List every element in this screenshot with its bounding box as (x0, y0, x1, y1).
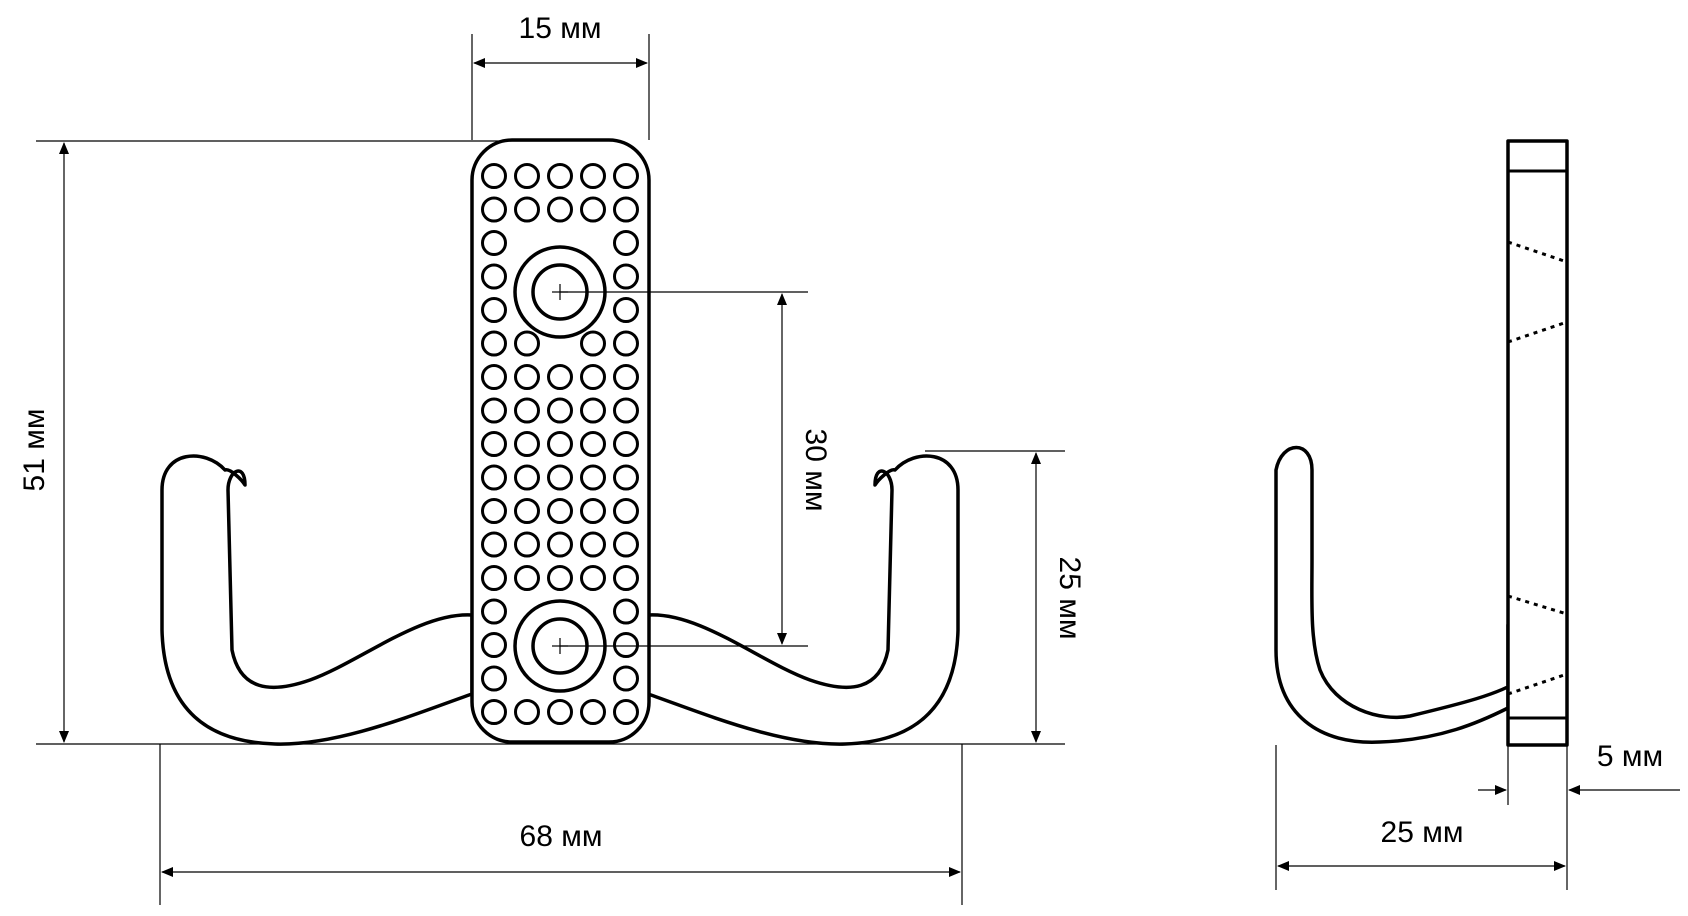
dimension-hole-spacing: 30 мм (560, 291, 832, 647)
dimension-total-height: 51 мм (18, 140, 1065, 745)
pattern-dot (514, 397, 540, 424)
pattern-dot (613, 230, 639, 256)
pattern-dot (580, 397, 606, 424)
pattern-dot (613, 531, 639, 558)
pattern-dot (481, 699, 507, 725)
pattern-dot (580, 498, 606, 524)
pattern-dot (613, 397, 639, 424)
pattern-dot (613, 498, 639, 524)
pattern-dot (580, 699, 606, 725)
pattern-dot (481, 498, 507, 524)
label-thickness: 5 мм (1597, 740, 1663, 773)
pattern-dot (613, 163, 639, 189)
label-total-width: 68 мм (520, 820, 603, 853)
pattern-dot (481, 330, 507, 357)
pattern-dot (613, 464, 639, 491)
pattern-dot (547, 163, 573, 189)
pattern-dot (547, 431, 573, 457)
dimension-thickness: 5 мм (1478, 740, 1680, 890)
pattern-dot (481, 565, 507, 591)
pattern-dot (580, 196, 606, 223)
label-hook-height: 25 мм (1053, 557, 1086, 640)
pattern-dot (613, 297, 639, 323)
pattern-dot (514, 196, 540, 223)
pattern-dot (481, 163, 507, 189)
pattern-dot (481, 665, 507, 692)
pattern-dot (514, 498, 540, 524)
left-hook-arm (160, 454, 474, 746)
pattern-dot (481, 196, 507, 223)
pattern-dot (547, 196, 573, 223)
pattern-dot (613, 364, 639, 390)
pattern-dot (580, 464, 606, 491)
pattern-dot (580, 431, 606, 457)
pattern-dot (613, 565, 639, 591)
pattern-dot (481, 397, 507, 424)
pattern-dot (514, 163, 540, 189)
pattern-dot (580, 531, 606, 558)
pattern-dot (580, 163, 606, 189)
pattern-dot (580, 565, 606, 591)
label-plate-width: 15 мм (519, 12, 602, 45)
pattern-dot (613, 431, 639, 457)
label-total-height: 51 мм (18, 409, 51, 492)
pattern-dot (481, 431, 507, 457)
pattern-dot (481, 230, 507, 256)
pattern-dot (580, 364, 606, 390)
label-hole-spacing: 30 мм (799, 429, 832, 512)
pattern-dot (613, 330, 639, 357)
pattern-dot (514, 464, 540, 491)
pattern-dot (547, 565, 573, 591)
pattern-dot (514, 330, 540, 357)
pattern-dot (481, 531, 507, 558)
pattern-dot (613, 699, 639, 725)
pattern-dot (580, 330, 606, 357)
dimension-hook-height: 25 мм (925, 450, 1086, 743)
side-mounting-plate (1506, 139, 1569, 747)
pattern-dot (613, 598, 639, 625)
pattern-dot (481, 632, 507, 658)
pattern-dot (613, 196, 639, 223)
pattern-dot (613, 665, 639, 692)
side-hook-arm (1274, 445, 1522, 744)
pattern-dot (613, 263, 639, 290)
pattern-dot (514, 699, 540, 725)
pattern-dot (514, 565, 540, 591)
pattern-dot (514, 364, 540, 390)
pattern-dot (547, 364, 573, 390)
pattern-dot (547, 464, 573, 491)
label-depth: 25 мм (1381, 816, 1464, 849)
dimension-plate-width: 15 мм (471, 12, 650, 140)
pattern-dot (481, 598, 507, 625)
pattern-dot (547, 531, 573, 558)
pattern-dot (481, 263, 507, 290)
pattern-dot (514, 531, 540, 558)
dimension-depth: 25 мм (1275, 745, 1566, 890)
decorative-dot-pattern (481, 163, 639, 725)
pattern-dot (514, 431, 540, 457)
pattern-dot (613, 632, 639, 658)
pattern-dot (481, 297, 507, 323)
dimension-total-width: 68 мм (159, 744, 963, 905)
front-view (160, 138, 960, 746)
side-view (1274, 139, 1569, 747)
pattern-dot (547, 699, 573, 725)
pattern-dot (481, 464, 507, 491)
pattern-dot (481, 364, 507, 390)
pattern-dot (547, 498, 573, 524)
pattern-dot (547, 397, 573, 424)
